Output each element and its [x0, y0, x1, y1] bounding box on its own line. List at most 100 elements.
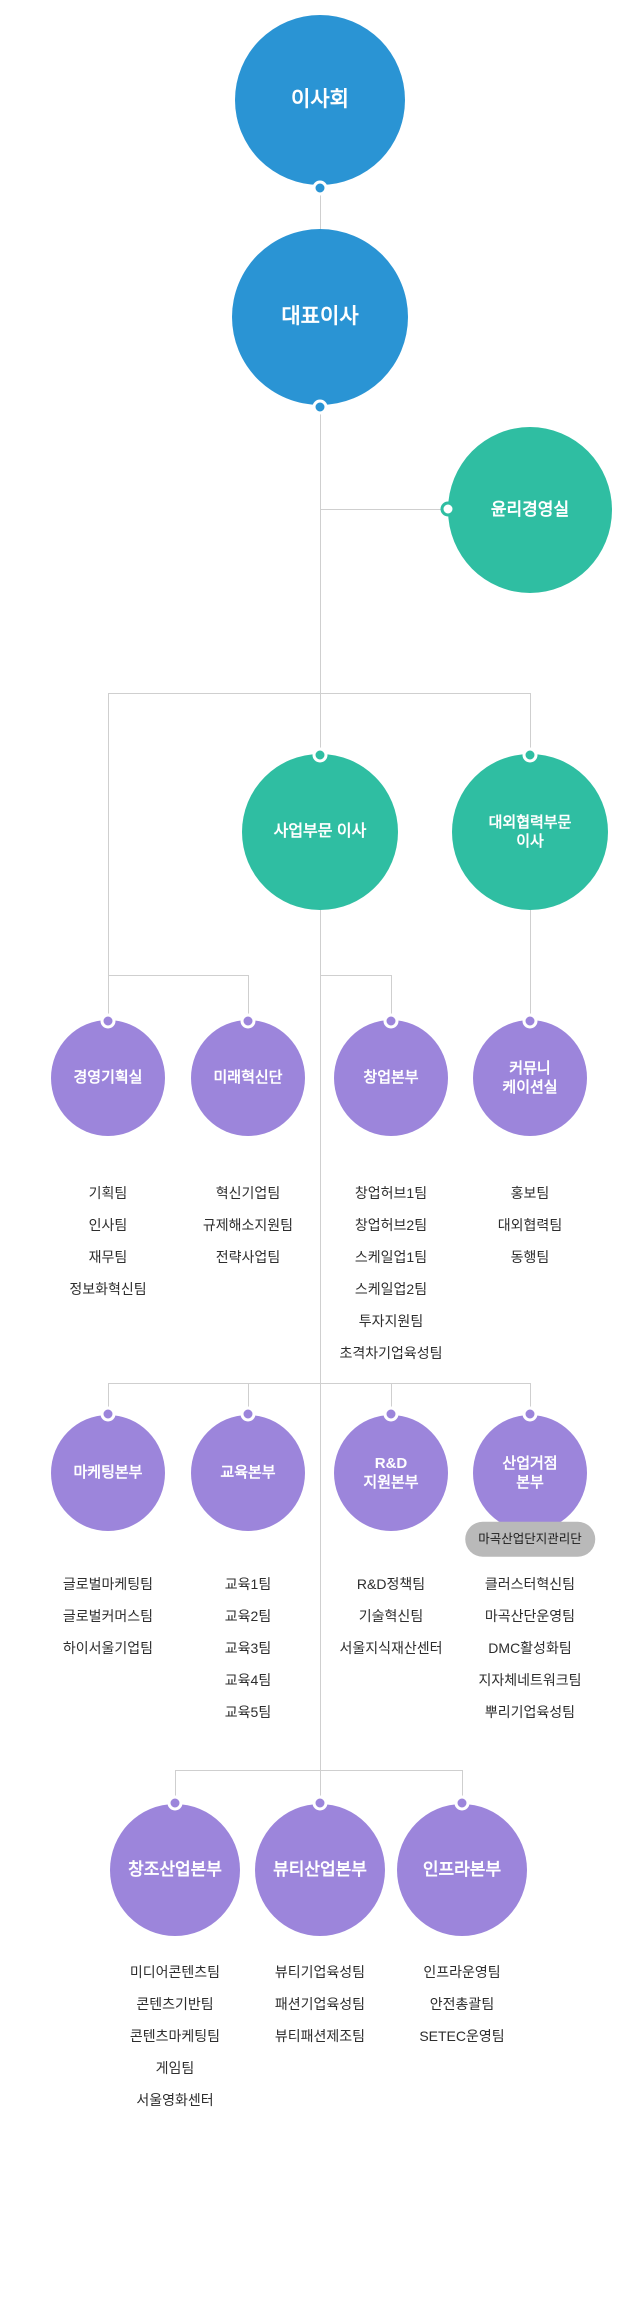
connector-dot — [522, 1406, 538, 1422]
team-item: 뿌리기업육성팀 — [484, 1704, 576, 1720]
team-item: 클러스터혁신팀 — [484, 1576, 576, 1592]
node-ceo: 대표이사 — [232, 229, 408, 405]
team-item: 콘텐츠기반팀 — [136, 1996, 214, 2012]
team-item: 인사팀 — [88, 1217, 128, 1233]
team-item: 게임팀 — [155, 2060, 195, 2076]
team-item: 마곡산단운영팀 — [484, 1608, 576, 1624]
team-item: 안전총괄팀 — [429, 1996, 495, 2012]
node-infra-hq: 인프라본부 — [397, 1804, 527, 1936]
team-item: 전략사업팀 — [215, 1249, 281, 1265]
team-item: 투자지원팀 — [358, 1313, 424, 1329]
team-item: 서울지식재산센터 — [339, 1640, 443, 1656]
connector-dot — [312, 399, 328, 415]
node-future-innovation: 미래혁신단 — [191, 1020, 305, 1136]
connector-line — [530, 1383, 531, 1415]
team-item: 교육4팀 — [224, 1672, 272, 1688]
team-item: 창업허브1팀 — [354, 1185, 428, 1201]
connector-line — [175, 1770, 176, 1804]
node-startup-hq: 창업본부 — [334, 1020, 448, 1136]
node-marketing-hq: 마케팅본부 — [51, 1415, 165, 1531]
team-item: 글로벌커머스팀 — [62, 1608, 154, 1624]
connector-line — [391, 1383, 392, 1415]
node-creative-industry-hq: 창조산업본부 — [110, 1804, 240, 1936]
team-item: 패션기업육성팀 — [274, 1996, 366, 2012]
connector-dot — [454, 1795, 470, 1811]
team-item: 교육5팀 — [224, 1704, 272, 1720]
node-communications: 커뮤니 케이션실 — [473, 1020, 587, 1136]
connector-line — [108, 1383, 109, 1415]
connector-line — [248, 975, 249, 1020]
connector-line — [391, 975, 392, 1020]
node-industrial-hub-hq: 산업거점 본부 — [473, 1415, 587, 1531]
connector-line — [108, 975, 248, 976]
connector-dot — [383, 1406, 399, 1422]
team-item: 규제해소지원팀 — [202, 1217, 294, 1233]
node-ceo-label: 대표이사 — [281, 305, 359, 329]
connector-line — [320, 185, 321, 230]
team-item: 혁신기업팀 — [215, 1185, 281, 1201]
team-item: 뷰티패션제조팀 — [274, 2028, 366, 2044]
connector-dot — [312, 180, 328, 196]
team-item: 기술혁신팀 — [358, 1608, 424, 1624]
team-item: 뷰티기업육성팀 — [274, 1964, 366, 1980]
node-business-director: 사업부문 이사 — [242, 754, 398, 910]
node-board-label: 이사회 — [291, 88, 349, 112]
connector-dot — [100, 1406, 116, 1422]
connector-line — [320, 405, 321, 754]
team-item: 대외협력팀 — [497, 1217, 563, 1233]
node-ethics-label: 윤리경영실 — [490, 499, 570, 519]
connector-line — [108, 1383, 531, 1384]
connector-line — [320, 509, 448, 510]
team-item: DMC활성화팀 — [488, 1640, 572, 1656]
team-item: 미디어콘텐츠팀 — [129, 1964, 221, 1980]
connector-line — [108, 693, 531, 694]
team-item: 기획팀 — [88, 1185, 128, 1201]
node-beauty-industry-hq: 뷰티산업본부 — [255, 1804, 385, 1936]
team-item: 지자체네트워크팀 — [478, 1672, 582, 1688]
team-item: 교육1팀 — [224, 1576, 272, 1592]
team-item: 스케일업1팀 — [354, 1249, 428, 1265]
node-business-director-label: 사업부문 이사 — [273, 822, 367, 840]
team-item: 교육3팀 — [224, 1640, 272, 1656]
team-item: 초격차기업육성팀 — [339, 1345, 443, 1361]
connector-dot — [522, 1013, 538, 1029]
node-ethics-office: 윤리경영실 — [448, 427, 612, 593]
connector-line — [175, 1770, 463, 1771]
team-item: 하이서울기업팀 — [62, 1640, 154, 1656]
team-item: 서울영화센터 — [136, 2092, 214, 2108]
connector-dot — [522, 747, 538, 763]
team-item: R&D정책팀 — [356, 1576, 426, 1592]
connector-line — [530, 910, 531, 1020]
team-item: 홍보팀 — [510, 1185, 550, 1201]
connector-line — [320, 975, 391, 976]
team-item: 글로벌마케팅팀 — [62, 1576, 154, 1592]
team-item: 교육2팀 — [224, 1608, 272, 1624]
connector-line — [462, 1770, 463, 1804]
connector-line — [248, 1383, 249, 1415]
node-education-hq: 교육본부 — [191, 1415, 305, 1531]
team-item: 재무팀 — [88, 1249, 128, 1265]
connector-dot — [240, 1013, 256, 1029]
team-item: SETEC운영팀 — [419, 2028, 505, 2044]
team-item: 창업허브2팀 — [354, 1217, 428, 1233]
connector-dot — [440, 501, 456, 517]
team-item: 스케일업2팀 — [354, 1281, 428, 1297]
node-management-planning: 경영기획실 — [51, 1020, 165, 1136]
team-item: 콘텐츠마케팅팀 — [129, 2028, 221, 2044]
team-item: 인프라운영팀 — [423, 1964, 501, 1980]
connector-dot — [240, 1406, 256, 1422]
connector-line — [108, 693, 109, 1020]
node-board: 이사회 — [235, 15, 405, 185]
connector-dot — [312, 1795, 328, 1811]
